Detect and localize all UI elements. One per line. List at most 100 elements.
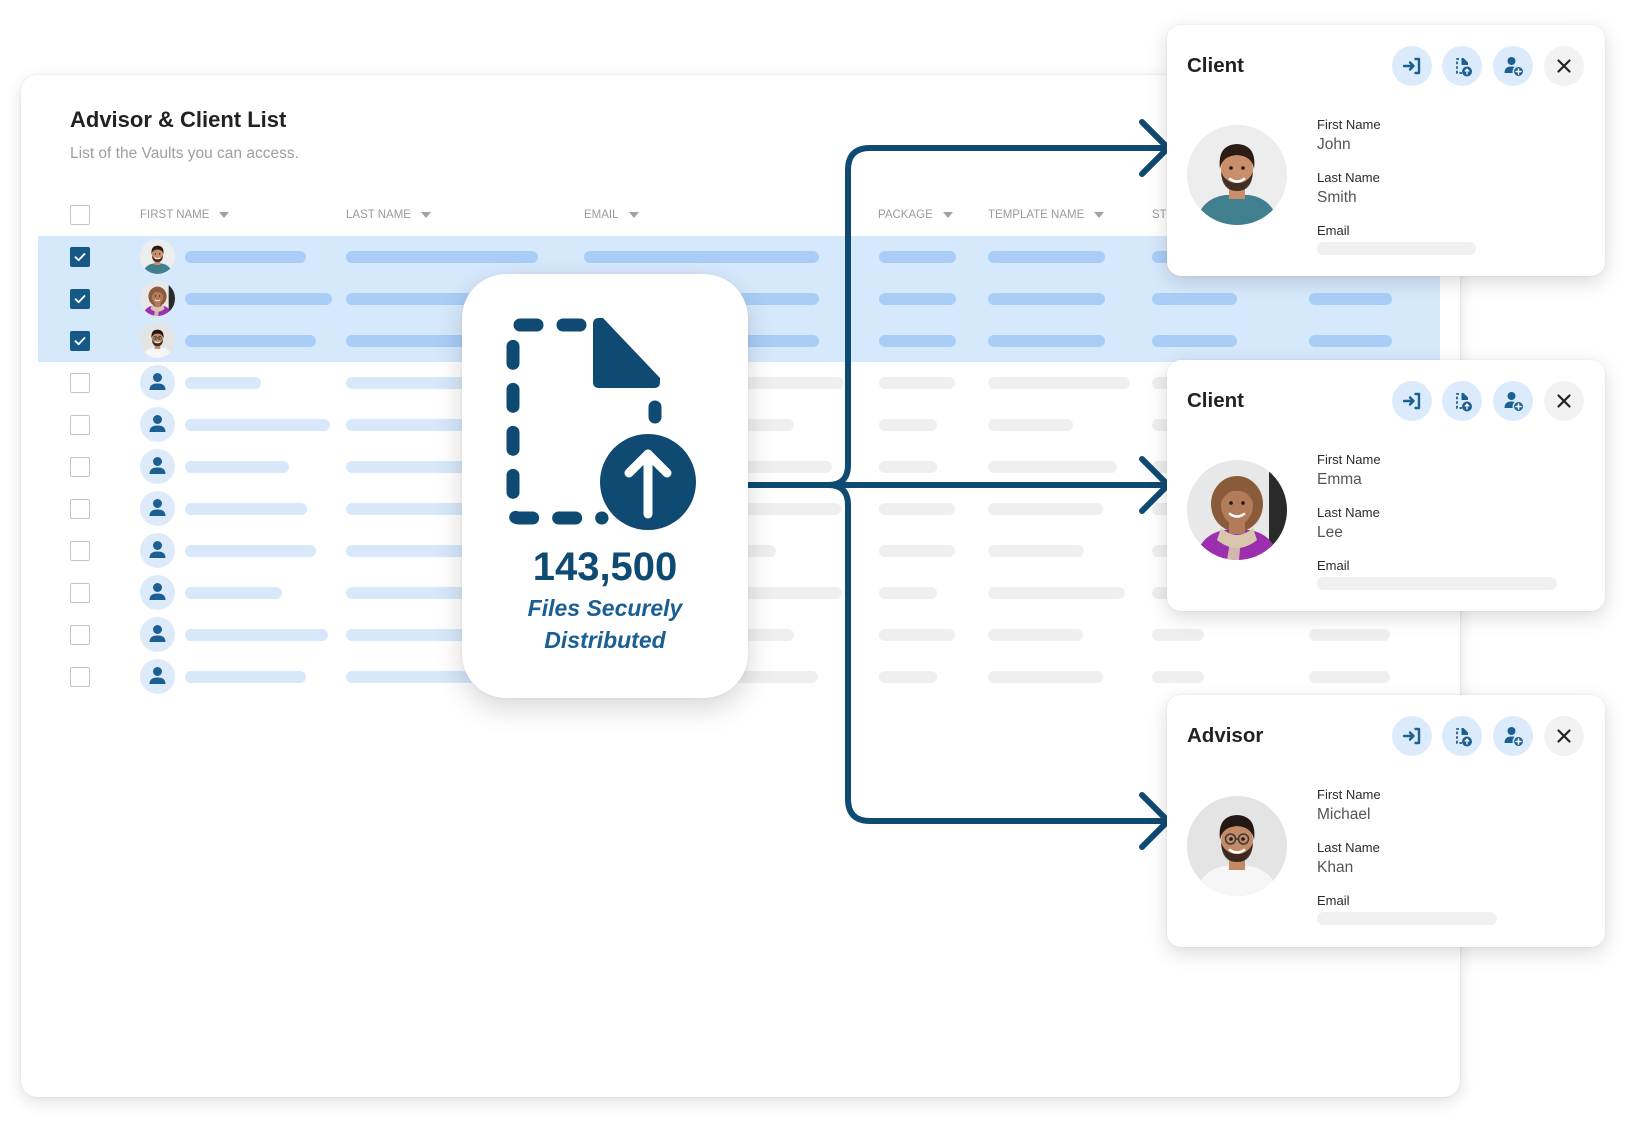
sort-caret-icon[interactable] <box>628 212 639 218</box>
user-placeholder-avatar <box>140 659 175 694</box>
user-icon <box>149 373 166 390</box>
login-icon <box>1402 57 1421 75</box>
template-name-placeholder <box>988 251 1105 263</box>
enter-vault-button[interactable] <box>1392 46 1432 86</box>
user-placeholder-avatar <box>140 491 175 526</box>
first-name-label: First Name <box>1317 452 1381 467</box>
column-header-package[interactable]: PACKAGE <box>878 208 953 222</box>
close-button[interactable] <box>1544 46 1584 86</box>
close-icon <box>1557 729 1571 743</box>
table-row[interactable] <box>21 236 1460 278</box>
status-placeholder <box>1152 671 1204 683</box>
status-placeholder <box>1152 629 1204 641</box>
template-name-placeholder <box>988 629 1083 641</box>
column-label: TEMPLATE NAME <box>988 209 1085 221</box>
last-name-value: Lee <box>1317 524 1343 541</box>
extra-placeholder <box>1309 293 1392 305</box>
add-user-button[interactable] <box>1493 716 1533 756</box>
close-icon <box>1557 59 1571 73</box>
upload-file-button[interactable] <box>1442 381 1482 421</box>
add-user-icon <box>1504 727 1525 748</box>
card-role-title: Client <box>1187 389 1244 412</box>
files-count: 143,500 <box>532 545 678 589</box>
enter-vault-button[interactable] <box>1392 381 1432 421</box>
package-placeholder <box>879 671 937 683</box>
close-button[interactable] <box>1544 716 1584 756</box>
user-placeholder-avatar <box>140 407 175 442</box>
client-card-emma: Client First Name Emma Last Name Lee Ema… <box>1167 360 1605 611</box>
row-checkbox[interactable] <box>70 373 90 393</box>
close-button[interactable] <box>1544 381 1584 421</box>
first-name-placeholder <box>185 335 316 347</box>
checkmark-icon <box>74 253 86 262</box>
sort-caret-icon[interactable] <box>942 212 953 218</box>
user-icon <box>149 667 166 684</box>
files-distributed-stat-card: 143,500 Files Securely Distributed <box>462 274 748 698</box>
package-placeholder <box>879 377 955 389</box>
row-checkbox[interactable] <box>70 541 90 561</box>
user-placeholder-avatar <box>140 533 175 568</box>
add-user-button[interactable] <box>1493 381 1533 421</box>
column-header-last-name[interactable]: LAST NAME <box>346 208 431 222</box>
column-header-template-name[interactable]: TEMPLATE NAME <box>988 208 1105 222</box>
row-checkbox[interactable] <box>70 667 90 687</box>
avatar <box>140 281 175 316</box>
advisor-card-michael: Advisor First Name Michael Last Name Kha… <box>1167 695 1605 947</box>
row-checkbox[interactable] <box>70 499 90 519</box>
template-name-placeholder <box>988 377 1130 389</box>
column-label: LAST NAME <box>346 209 411 221</box>
user-placeholder-avatar <box>140 575 175 610</box>
first-name-label: First Name <box>1317 117 1381 132</box>
row-checkbox[interactable] <box>70 331 90 351</box>
user-placeholder-avatar <box>140 449 175 484</box>
user-icon <box>149 541 166 558</box>
email-value-placeholder <box>1317 242 1476 255</box>
row-checkbox[interactable] <box>70 289 90 309</box>
template-name-placeholder <box>988 335 1105 347</box>
first-name-placeholder <box>185 503 307 515</box>
first-name-value: Emma <box>1317 471 1362 488</box>
select-all-checkbox[interactable] <box>70 205 90 225</box>
package-placeholder <box>879 545 955 557</box>
extra-placeholder <box>1309 671 1390 683</box>
file-upload-icon <box>506 318 696 530</box>
first-name-placeholder <box>185 251 306 263</box>
package-placeholder <box>879 503 955 515</box>
first-name-placeholder <box>185 461 289 473</box>
page-title: Advisor & Client List <box>70 107 287 132</box>
sort-caret-icon[interactable] <box>420 212 431 218</box>
upload-file-button[interactable] <box>1442 716 1482 756</box>
template-name-placeholder <box>988 461 1117 473</box>
first-name-placeholder <box>185 293 332 305</box>
avatar <box>1187 125 1287 225</box>
first-name-placeholder <box>185 629 328 641</box>
template-name-placeholder <box>988 587 1125 599</box>
row-checkbox[interactable] <box>70 457 90 477</box>
page-subtitle: List of the Vaults you can access. <box>70 145 299 162</box>
checkmark-icon <box>74 337 86 346</box>
column-header-email[interactable]: EMAIL <box>584 208 639 222</box>
upload-file-button[interactable] <box>1442 46 1482 86</box>
column-label: ST <box>1152 209 1167 221</box>
first-name-placeholder <box>185 545 316 557</box>
arrow-to-advisor-michael <box>825 482 1169 824</box>
add-user-button[interactable] <box>1493 46 1533 86</box>
row-checkbox[interactable] <box>70 247 90 267</box>
package-placeholder <box>879 293 956 305</box>
template-name-placeholder <box>988 545 1084 557</box>
column-header-first-name[interactable]: FIRST NAME <box>140 208 230 222</box>
row-checkbox[interactable] <box>70 415 90 435</box>
status-placeholder <box>1152 293 1237 305</box>
column-label: FIRST NAME <box>140 209 210 221</box>
client-card-john: Client First Name John Last Name Smith E… <box>1167 25 1605 276</box>
template-name-placeholder <box>988 419 1073 431</box>
column-header-status[interactable]: ST <box>1152 208 1167 222</box>
sort-caret-icon[interactable] <box>219 212 230 218</box>
sort-caret-icon[interactable] <box>1094 212 1105 218</box>
checkmark-icon <box>74 295 86 304</box>
email-label: Email <box>1317 223 1350 238</box>
last-name-label: Last Name <box>1317 170 1380 185</box>
enter-vault-button[interactable] <box>1392 716 1432 756</box>
row-checkbox[interactable] <box>70 583 90 603</box>
row-checkbox[interactable] <box>70 625 90 645</box>
